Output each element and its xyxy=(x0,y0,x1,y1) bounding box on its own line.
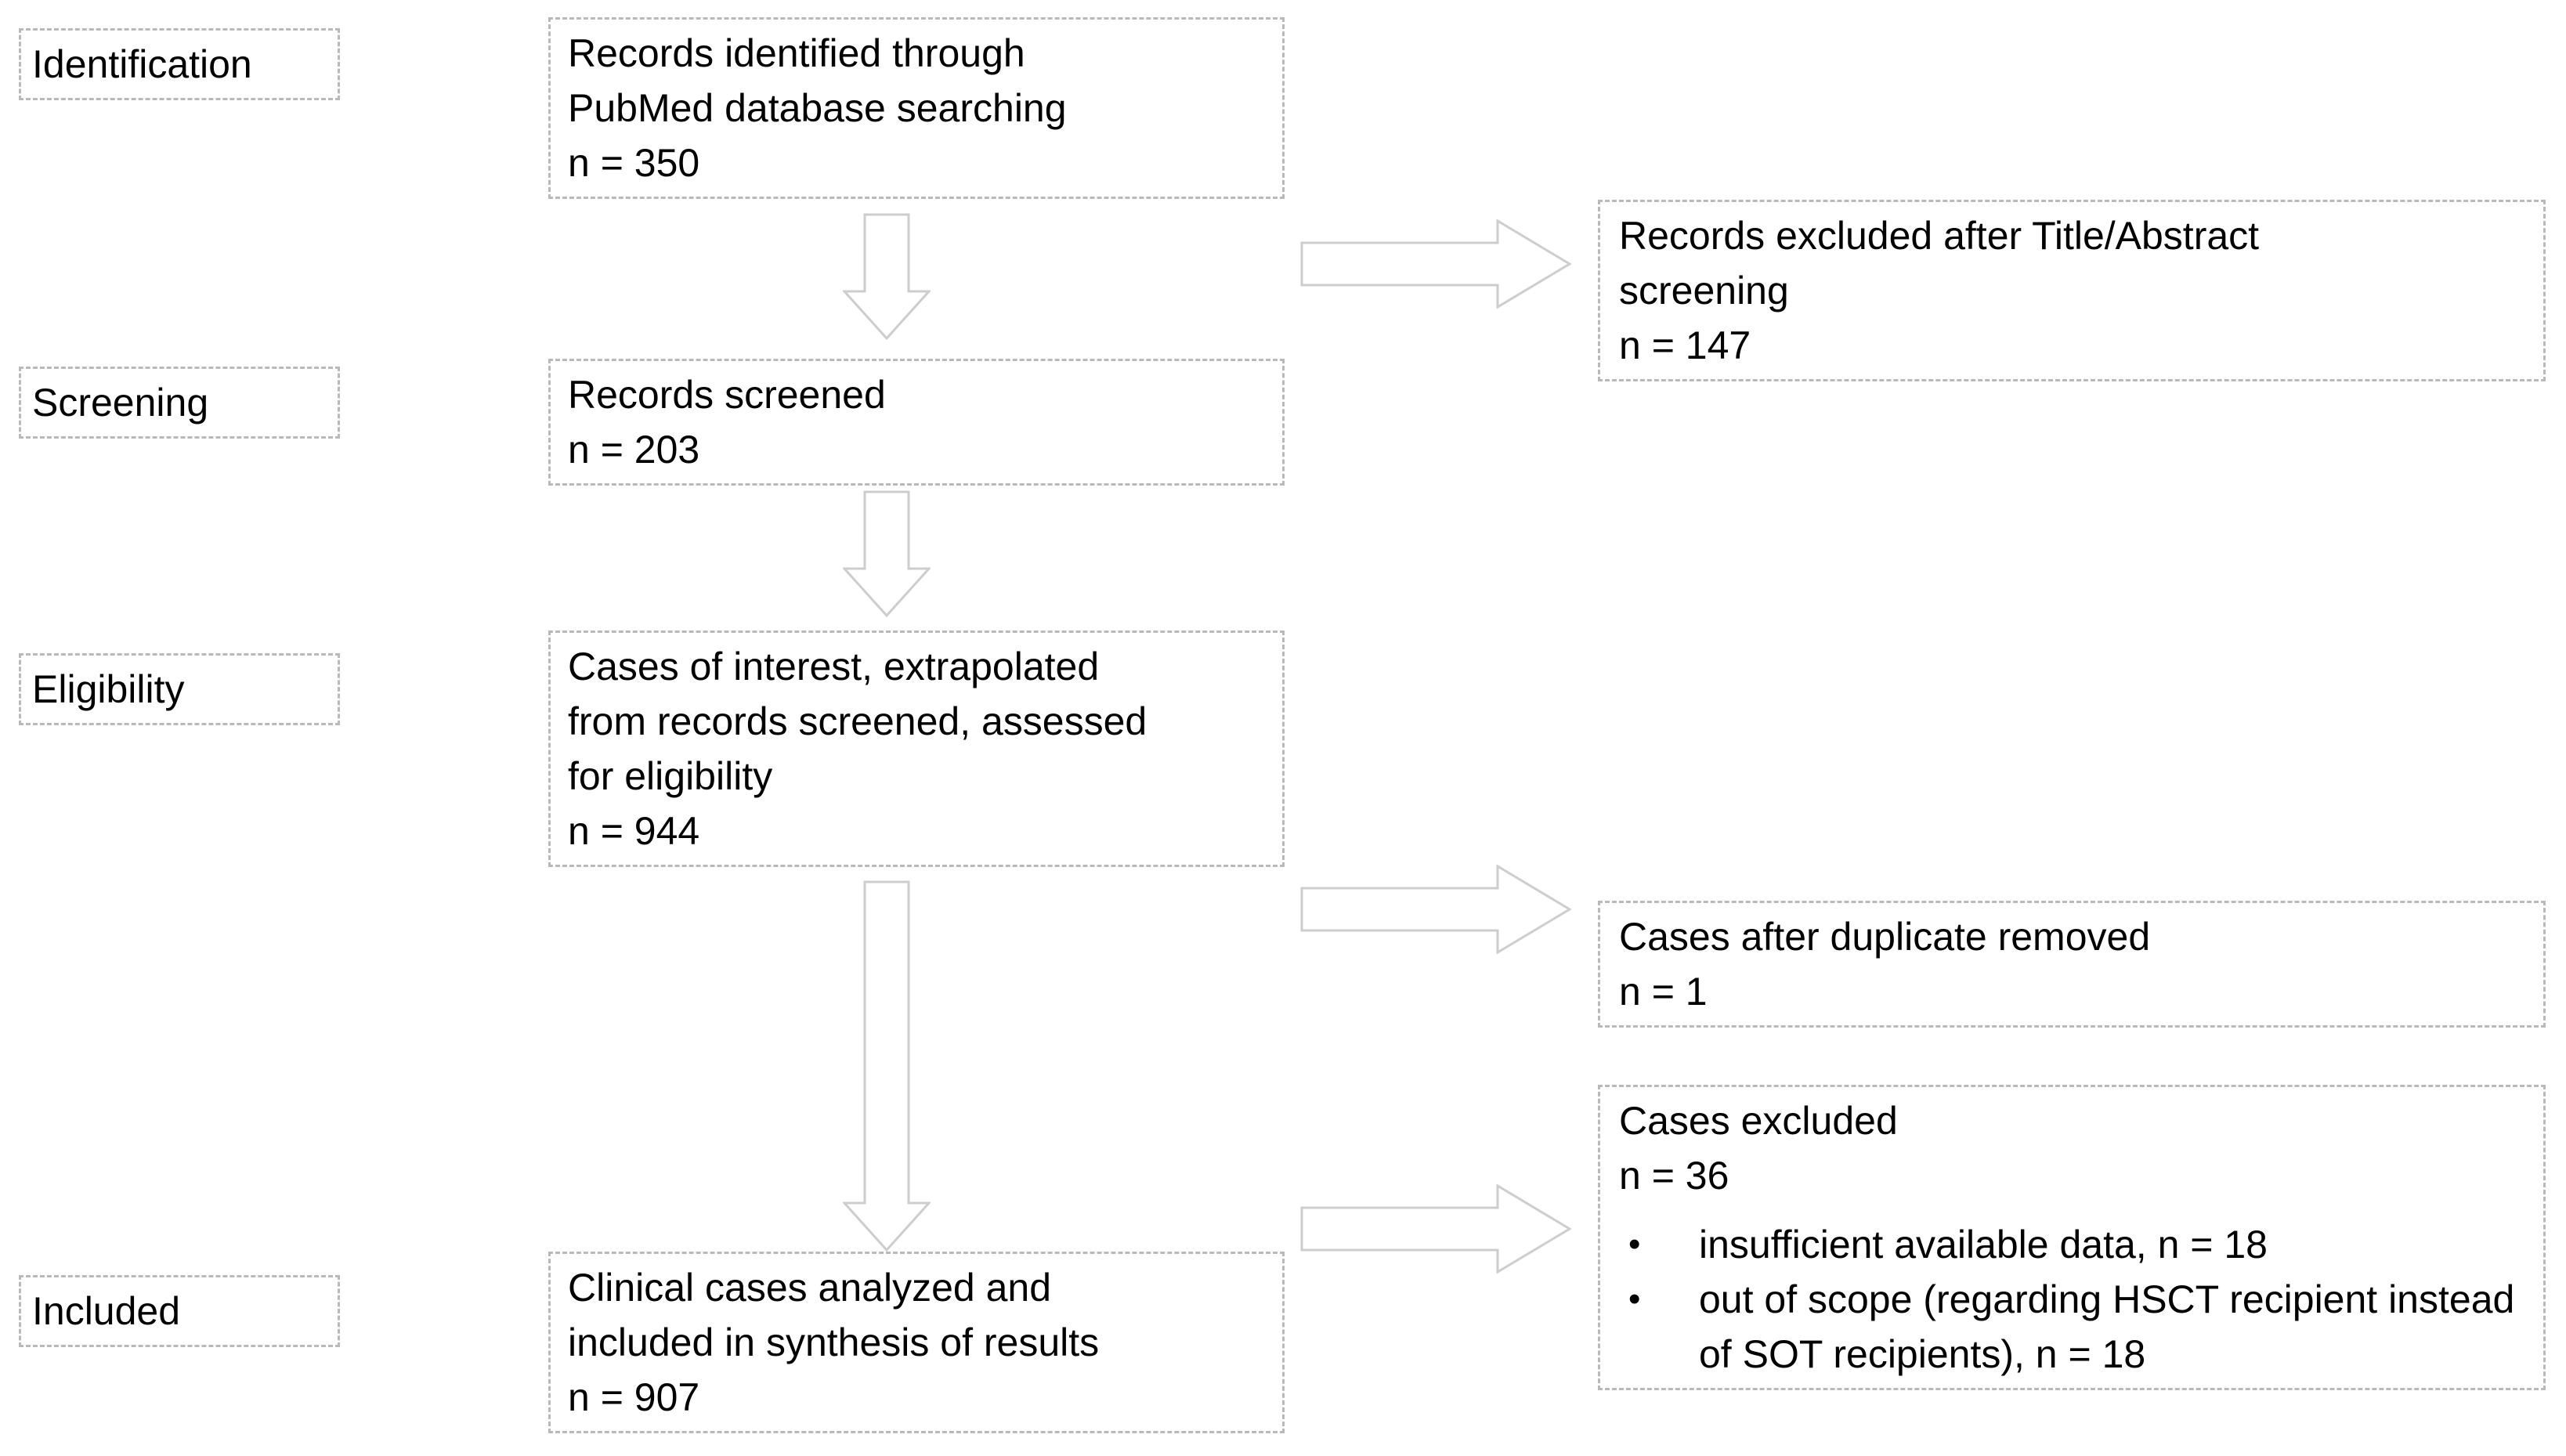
box-text-line: Records identified through xyxy=(568,31,1025,75)
flow-box-cases-of-interest: Cases of interest, extrapolated from rec… xyxy=(548,630,1285,867)
bullet-text: insufficient available data, n = 18 xyxy=(1699,1223,2268,1266)
side-box-cases-duplicate-removed: Cases after duplicate removed n = 1 xyxy=(1598,901,2546,1028)
box-text-line: Cases after duplicate removed xyxy=(1619,915,2151,959)
bullet-icon: • xyxy=(1628,1225,1641,1263)
box-text-line: Records excluded after Title/Abstract xyxy=(1619,214,2260,258)
stage-label-text: Identification xyxy=(32,42,252,86)
stage-label-identification: Identification xyxy=(19,28,340,100)
box-text-line: screening xyxy=(1619,269,1789,313)
stage-label-screening: Screening xyxy=(19,367,340,439)
arrow-to-records-excluded xyxy=(1300,219,1571,309)
arrow-to-duplicate-removed xyxy=(1300,865,1571,954)
arrow-eligibility-to-included xyxy=(843,880,931,1252)
stage-label-eligibility: Eligibility xyxy=(19,653,340,725)
box-text-line: Records screened xyxy=(568,373,886,417)
flow-box-records-screened: Records screened n = 203 xyxy=(548,359,1285,486)
box-text-line: for eligibility xyxy=(568,754,773,798)
arrow-identification-to-screening xyxy=(843,213,931,340)
list-item: • insufficient available data, n = 18 xyxy=(1619,1217,2524,1272)
bullet-text: out of scope (regarding HSCT recipient i… xyxy=(1699,1277,2515,1376)
box-count-line: n = 147 xyxy=(1619,323,1751,367)
box-count-line: n = 36 xyxy=(1619,1154,1729,1198)
exclusion-reasons-list: • insufficient available data, n = 18 • … xyxy=(1619,1217,2524,1382)
side-box-cases-excluded: Cases excluded n = 36 • insufficient ava… xyxy=(1598,1085,2546,1390)
list-item: • out of scope (regarding HSCT recipient… xyxy=(1619,1272,2524,1382)
box-text-line: Cases excluded xyxy=(1619,1099,1898,1143)
box-count-line: n = 350 xyxy=(568,141,700,185)
stage-label-text: Screening xyxy=(32,381,209,425)
flow-box-records-identified: Records identified through PubMed databa… xyxy=(548,17,1285,199)
side-box-records-excluded: Records excluded after Title/Abstract sc… xyxy=(1598,200,2546,381)
box-count-line: n = 907 xyxy=(568,1375,700,1419)
box-text-line: Cases of interest, extrapolated xyxy=(568,645,1100,688)
bullet-icon: • xyxy=(1628,1280,1641,1318)
arrow-to-cases-excluded xyxy=(1300,1184,1571,1274)
box-count-line: n = 1 xyxy=(1619,970,1708,1013)
flow-box-clinical-cases-included: Clinical cases analyzed and included in … xyxy=(548,1252,1285,1433)
box-text-line: PubMed database searching xyxy=(568,86,1067,130)
box-count-line: n = 944 xyxy=(568,809,700,853)
arrow-screening-to-eligibility xyxy=(843,490,931,617)
stage-label-included: Included xyxy=(19,1275,340,1347)
box-text-line: from records screened, assessed xyxy=(568,699,1147,743)
box-text-line: included in synthesis of results xyxy=(568,1321,1100,1364)
stage-label-text: Eligibility xyxy=(32,667,185,711)
box-text-line: Clinical cases analyzed and xyxy=(568,1266,1052,1310)
box-count-line: n = 203 xyxy=(568,428,700,471)
stage-label-text: Included xyxy=(32,1289,181,1333)
